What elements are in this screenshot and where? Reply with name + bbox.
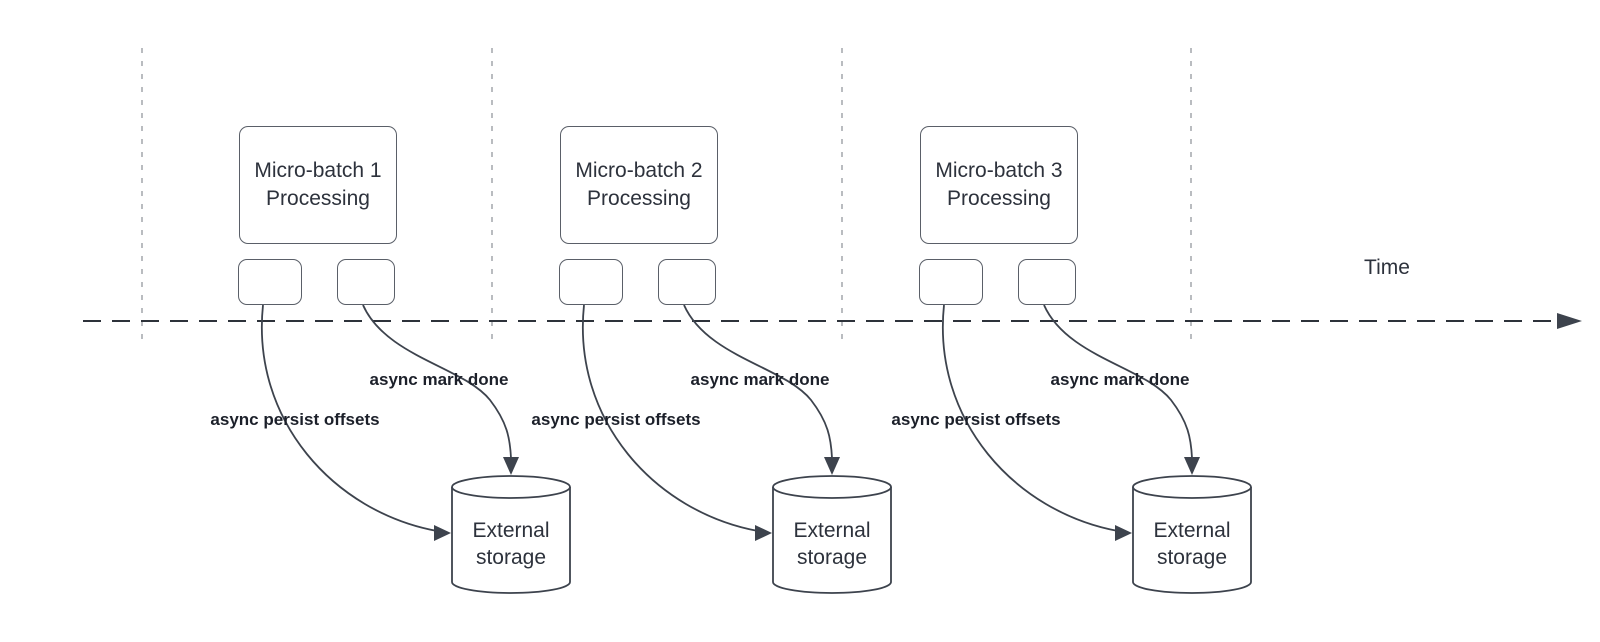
external-storage-cylinder-3 (1132, 475, 1252, 594)
async-persist-offsets-label-3: async persist offsets (891, 410, 1061, 429)
cylinder-top-3 (1132, 475, 1252, 499)
external-storage-label-3: External storage (1153, 517, 1230, 571)
cylinder-body-1 (451, 487, 571, 594)
mark-done-task-box-1 (337, 259, 395, 305)
async-mark-done-label-3: async mark done (1050, 370, 1190, 389)
async-mark-done-label-1: async mark done (369, 370, 509, 389)
async-mark-done-label-2: async mark done (690, 370, 830, 389)
async-mark-done-arrow-1 (362, 304, 512, 459)
micro-batch-unit-2: Micro-batch 2 Processing async persist o… (531, 0, 980, 642)
storage-label-line: storage (1156, 546, 1228, 569)
storage-label-line: External (793, 519, 871, 542)
micro-batch-2-processing-box: Micro-batch 2 Processing (560, 126, 718, 244)
storage-label-line: External (472, 519, 550, 542)
micro-batch-title-line: Micro-batch 3 (935, 159, 1063, 182)
async-persist-offsets-arrow-2 (581, 304, 759, 532)
async-persist-offsets-arrow-1 (260, 304, 438, 532)
storage-label-line: storage (796, 546, 868, 569)
unit-3-connectors (941, 304, 1252, 594)
mark-done-arrowhead-icon-2 (824, 457, 840, 475)
cylinder-body-3 (1132, 487, 1252, 594)
cylinder-top-2 (772, 475, 892, 499)
micro-batch-title-line: Processing (587, 187, 691, 210)
persist-offsets-arrowhead-icon-3 (1115, 525, 1132, 541)
offsets-task-box-3 (919, 259, 983, 305)
micro-batch-title-line: Processing (266, 187, 370, 210)
async-persist-offsets-arrow-3 (941, 304, 1119, 532)
mark-done-arrowhead-icon-3 (1184, 457, 1200, 475)
external-storage-label-2: External storage (793, 517, 870, 571)
offsets-task-box-2 (559, 259, 623, 305)
persist-offsets-arrowhead-icon-2 (755, 525, 772, 541)
micro-batch-unit-1: Micro-batch 1 Processing async persist o… (210, 0, 659, 642)
micro-batch-3-processing-box: Micro-batch 3 Processing (920, 126, 1078, 244)
micro-batch-title-line: Micro-batch 2 (575, 159, 703, 182)
async-mark-done-arrow-2 (683, 304, 833, 459)
offsets-task-box-1 (238, 259, 302, 305)
time-axis (83, 313, 1582, 329)
cylinder-top-1 (451, 475, 571, 499)
async-persist-offsets-label-2: async persist offsets (531, 410, 701, 429)
persist-offsets-arrowhead-icon-1 (434, 525, 451, 541)
micro-batch-title-line: Micro-batch 1 (254, 159, 382, 182)
storage-label-line: External (1153, 519, 1231, 542)
time-axis-label: Time (1364, 256, 1410, 279)
async-mark-done-arrow-3 (1043, 304, 1193, 459)
mark-done-task-box-3 (1018, 259, 1076, 305)
unit-2-connectors (581, 304, 892, 594)
time-interval-guides (141, 48, 1192, 341)
mark-done-arrowhead-icon-1 (503, 457, 519, 475)
async-persist-offsets-label-1: async persist offsets (210, 410, 380, 429)
micro-batch-unit-3: Micro-batch 3 Processing async persist o… (891, 0, 1340, 642)
unit-1-connectors (260, 304, 571, 594)
micro-batch-1-processing-box: Micro-batch 1 Processing (239, 126, 397, 244)
cylinder-body-2 (772, 487, 892, 594)
external-storage-cylinder-2 (772, 475, 892, 594)
micro-batch-title-line: Processing (947, 187, 1051, 210)
mark-done-task-box-2 (658, 259, 716, 305)
storage-label-line: storage (475, 546, 547, 569)
external-storage-cylinder-1 (451, 475, 571, 594)
time-axis-arrowhead-icon (1557, 313, 1582, 329)
external-storage-label-1: External storage (472, 517, 549, 571)
